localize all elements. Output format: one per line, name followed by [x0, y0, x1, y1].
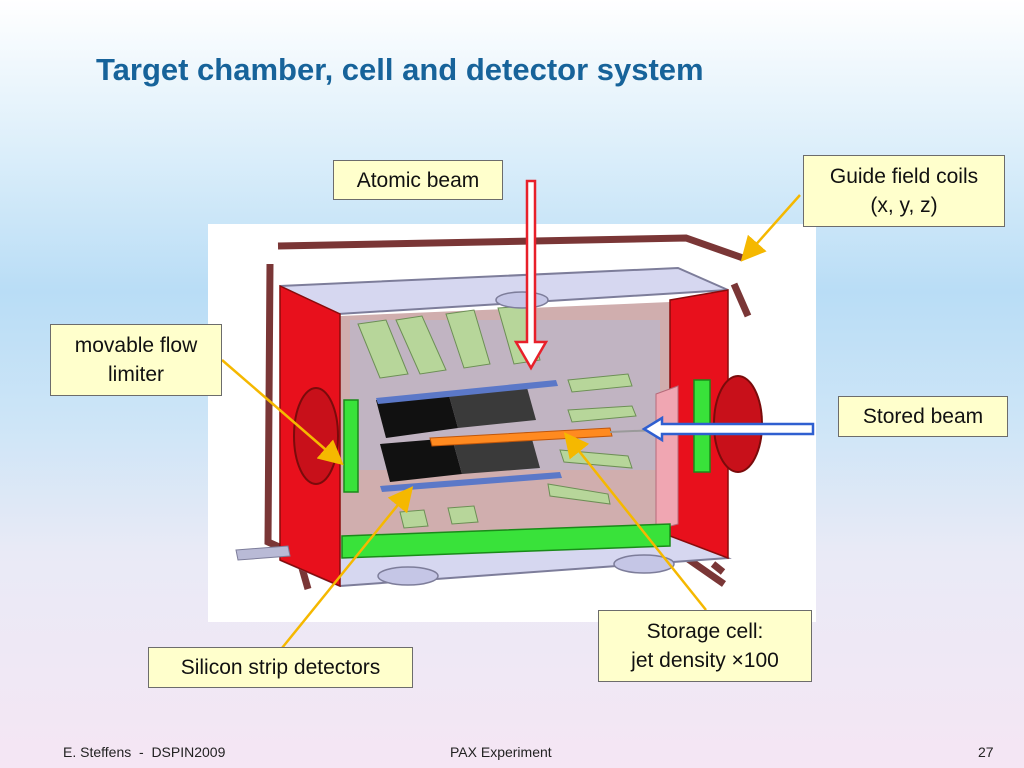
lid-port	[495, 291, 549, 309]
footer-author: E. Steffens - DSPIN2009	[63, 744, 226, 760]
page-title: Target chamber, cell and detector system	[96, 52, 704, 87]
label-movable-flow-limiter: movable flow limiter	[50, 324, 222, 396]
footer-center: PAX Experiment	[450, 744, 552, 760]
label-stored-beam: Stored beam	[838, 396, 1008, 437]
label-atomic-beam: Atomic beam	[333, 160, 503, 200]
footer-page-number: 27	[978, 744, 994, 760]
right-beam-flange	[713, 375, 763, 473]
cell-support	[655, 385, 679, 531]
silicon-detectors-upper	[376, 380, 558, 438]
left-beam-flange	[293, 387, 339, 485]
label-storage-cell: Storage cell: jet density ×100	[598, 610, 812, 682]
target-chamber-illustration	[208, 224, 816, 622]
label-guide-field-coils: Guide field coils (x, y, z)	[803, 155, 1005, 227]
label-silicon-strip-detectors: Silicon strip detectors	[148, 647, 413, 688]
chamber-drawing	[235, 234, 763, 590]
